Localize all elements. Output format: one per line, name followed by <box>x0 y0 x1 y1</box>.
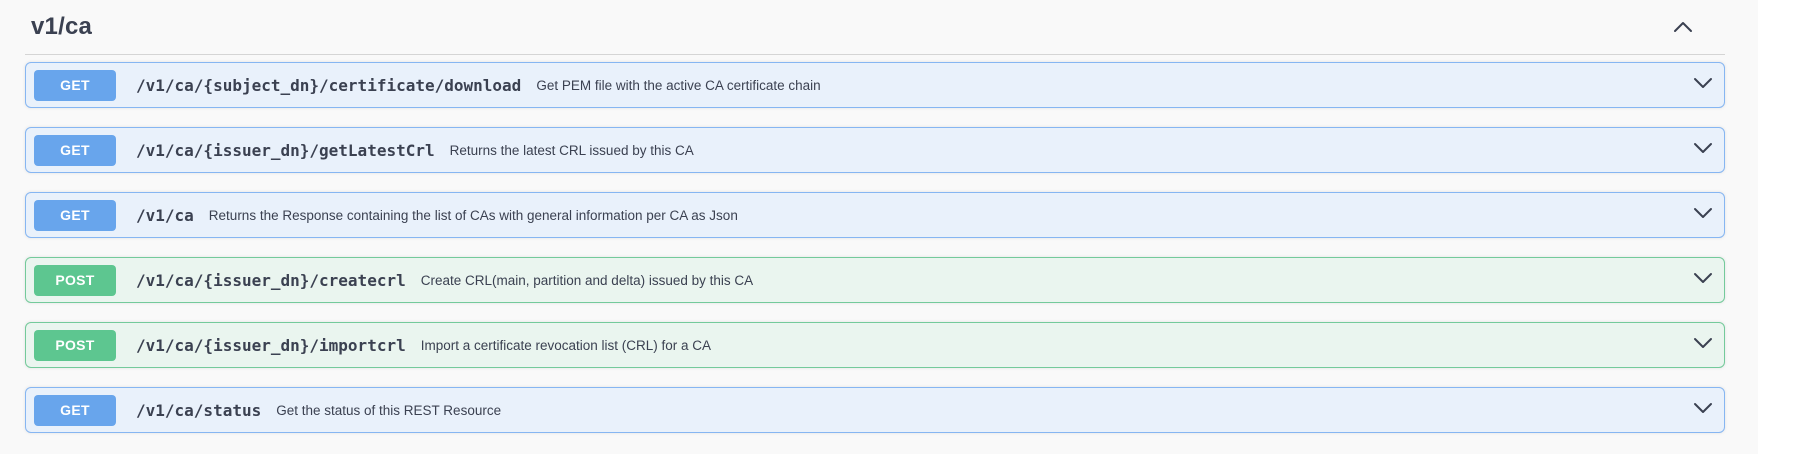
method-badge[interactable]: GET <box>34 199 116 231</box>
endpoint-description: Import a certificate revocation list (CR… <box>420 337 712 353</box>
expand-endpoint-button[interactable] <box>1692 399 1714 422</box>
endpoint-list: GET /v1/ca/{subject_dn}/certificate/down… <box>25 55 1725 433</box>
endpoint-row[interactable]: GET /v1/ca/status Get the status of this… <box>25 387 1725 433</box>
method-badge[interactable]: GET <box>34 69 116 101</box>
chevron-down-icon <box>1692 77 1714 96</box>
endpoint-path: /v1/ca/{issuer_dn}/createcrl <box>136 270 406 290</box>
collapse-section-button[interactable] <box>1671 15 1695 39</box>
expand-endpoint-button[interactable] <box>1692 204 1714 227</box>
endpoint-row[interactable]: GET /v1/ca/{subject_dn}/certificate/down… <box>25 62 1725 108</box>
method-badge[interactable]: POST <box>34 329 116 361</box>
method-badge[interactable]: GET <box>34 394 116 426</box>
endpoint-row[interactable]: GET /v1/ca/{issuer_dn}/getLatestCrl Retu… <box>25 127 1725 173</box>
expand-endpoint-button[interactable] <box>1692 74 1714 97</box>
expand-endpoint-button[interactable] <box>1692 334 1714 357</box>
endpoint-path: /v1/ca/{subject_dn}/certificate/download <box>136 75 522 95</box>
chevron-down-icon <box>1692 337 1714 356</box>
endpoint-description: Returns the latest CRL issued by this CA <box>449 142 694 158</box>
endpoint-row[interactable]: POST /v1/ca/{issuer_dn}/importcrl Import… <box>25 322 1725 368</box>
chevron-up-icon <box>1672 18 1694 36</box>
chevron-down-icon <box>1692 402 1714 421</box>
tag-section-v1ca: v1/ca GET /v1/ca/{subject_dn}/certificat… <box>25 0 1725 433</box>
endpoint-path: /v1/ca/{issuer_dn}/getLatestCrl <box>136 140 435 160</box>
endpoint-path: /v1/ca/{issuer_dn}/importcrl <box>136 335 406 355</box>
endpoint-description: Create CRL(main, partition and delta) is… <box>420 272 754 288</box>
api-section-container: v1/ca GET /v1/ca/{subject_dn}/certificat… <box>25 0 1725 433</box>
method-badge[interactable]: GET <box>34 134 116 166</box>
chevron-down-icon <box>1692 142 1714 161</box>
endpoint-row[interactable]: POST /v1/ca/{issuer_dn}/createcrl Create… <box>25 257 1725 303</box>
endpoint-description: Returns the Response containing the list… <box>208 207 738 223</box>
endpoint-path: /v1/ca <box>136 205 194 225</box>
endpoint-path: /v1/ca/status <box>136 400 262 420</box>
endpoint-description: Get the status of this REST Resource <box>276 402 502 418</box>
chevron-down-icon <box>1692 207 1714 226</box>
method-badge[interactable]: POST <box>34 264 116 296</box>
endpoint-row[interactable]: GET /v1/ca Returns the Response containi… <box>25 192 1725 238</box>
expand-endpoint-button[interactable] <box>1692 269 1714 292</box>
tag-header[interactable]: v1/ca <box>25 0 1725 55</box>
tag-title: v1/ca <box>31 13 93 40</box>
chevron-down-icon <box>1692 272 1714 291</box>
expand-endpoint-button[interactable] <box>1692 139 1714 162</box>
endpoint-description: Get PEM file with the active CA certific… <box>536 77 821 93</box>
